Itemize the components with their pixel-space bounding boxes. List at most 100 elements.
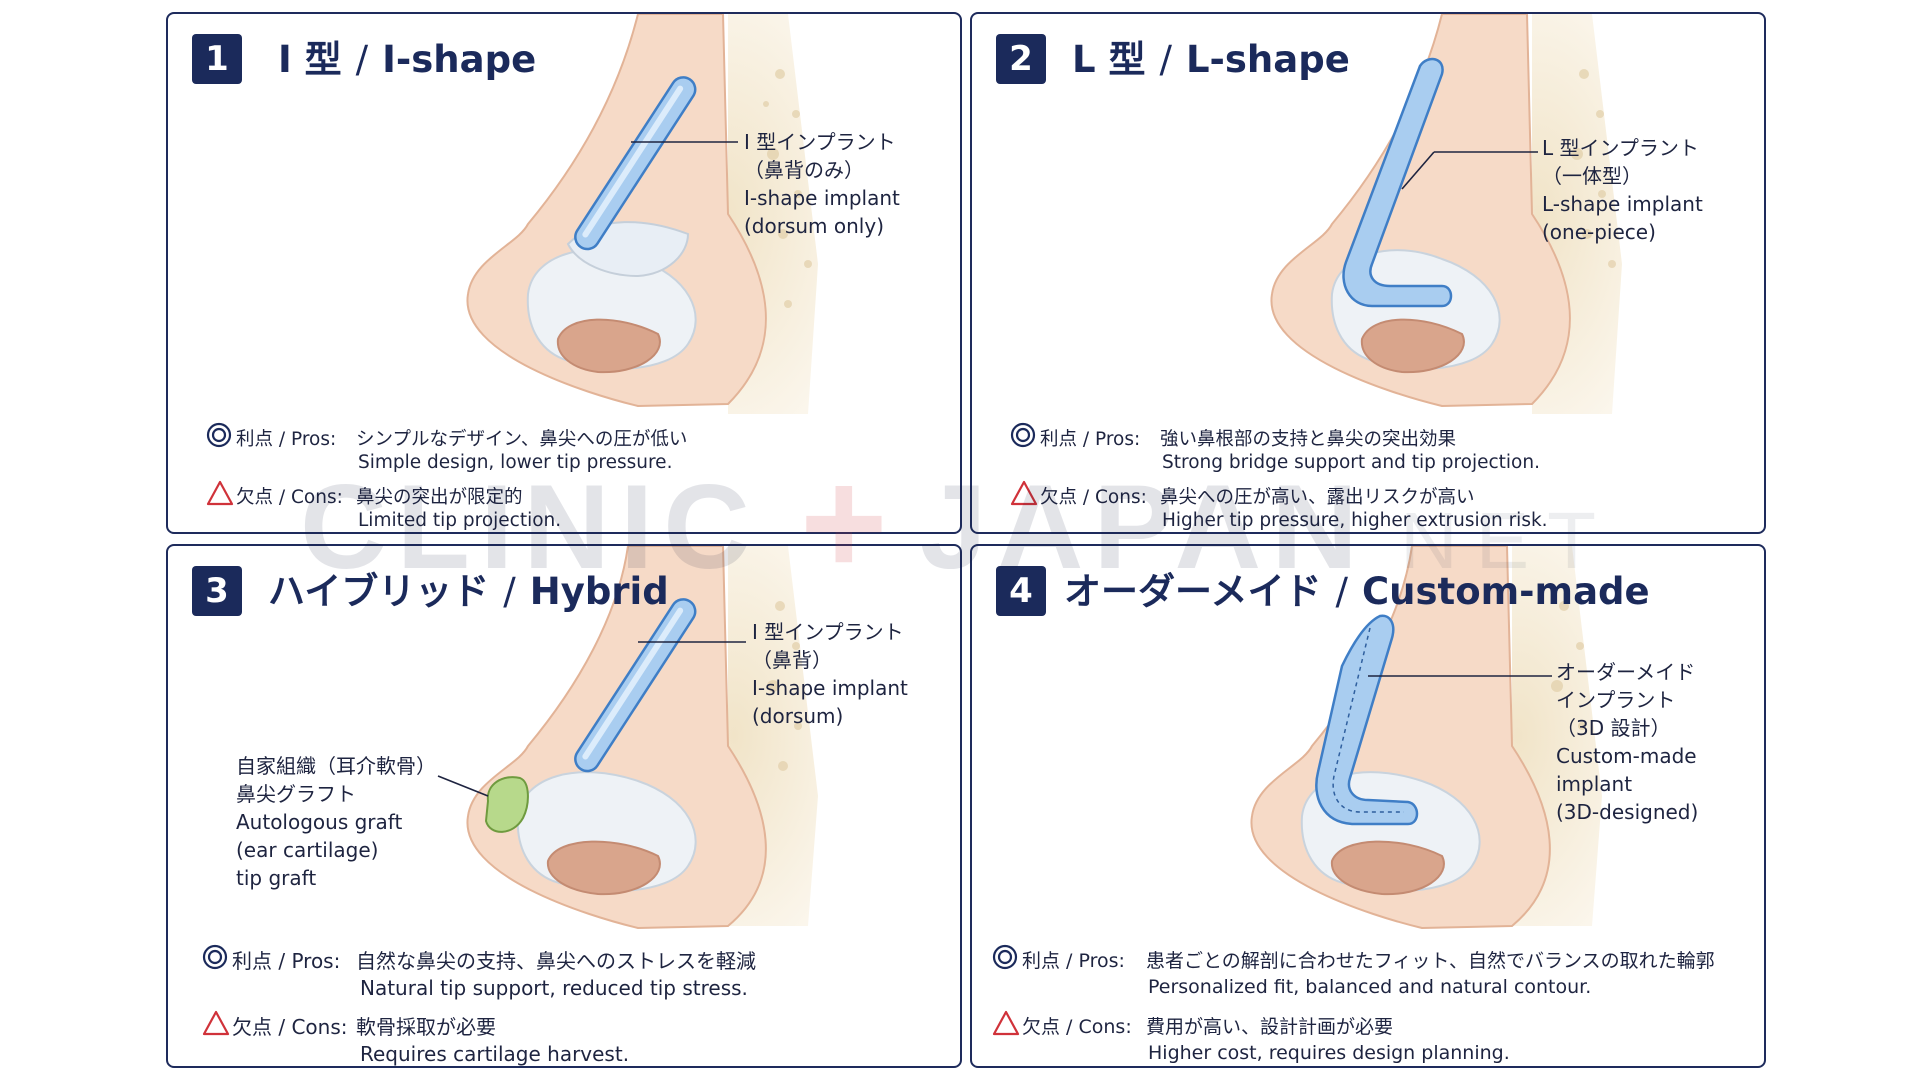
title-jp: オーダーメイド — [1064, 570, 1322, 613]
implant-callout: I 型インプラント （鼻背） I-shape implant (dorsum) — [752, 618, 908, 730]
nose-illustration — [466, 14, 818, 414]
callout-line: 自家組織（耳介軟骨） — [236, 754, 436, 778]
bone-pores — [1551, 601, 1586, 730]
title-separator: / — [355, 38, 369, 81]
callout-line: I 型インプラント — [752, 620, 904, 644]
cons-row: 欠点 / Cons:軟骨採取が必要 — [202, 1010, 496, 1041]
implant-callout: I 型インプラント （鼻背のみ） I-shape implant (dorsum… — [744, 128, 900, 240]
pros-text-en: Simple design, lower tip pressure. — [358, 452, 673, 473]
pros-text-en: Personalized fit, balanced and natural c… — [1148, 976, 1592, 998]
cons-text-en: Requires cartilage harvest. — [360, 1042, 630, 1066]
pros-text-en: Strong bridge support and tip projection… — [1162, 452, 1540, 473]
triangle-warning-icon — [992, 1010, 1022, 1041]
pros-row: 利点 / Pros: 患者ごとの解剖に合わせたフィット、自然でバランスの取れた輪郭 — [992, 944, 1715, 975]
design-contour-line — [1332, 627, 1404, 813]
cons-label: 欠点 / Cons: — [1022, 1016, 1132, 1038]
title-en: Hybrid — [529, 570, 669, 613]
pros-label: 利点 / Pros: — [232, 949, 341, 973]
cons-text-en: Limited tip projection. — [358, 510, 562, 531]
panel-title: オーダーメイド / Custom-made — [1064, 566, 1650, 618]
panel-hybrid: 3 ハイブリッド / Hybrid I 型インプラント （鼻背） I-shape i… — [166, 544, 962, 1068]
graft-callout: 自家組織（耳介軟骨） 鼻尖グラフト Autologous graft (ear … — [236, 752, 436, 892]
callout-line: （鼻背） — [752, 648, 832, 672]
nostril — [556, 318, 661, 374]
panel-custom-made: 4 オーダーメイド / Custom-made オーダーメイド インプラント （3D… — [970, 544, 1766, 1068]
callout-line: (dorsum only) — [744, 214, 884, 238]
nostril — [546, 840, 661, 896]
callout-line: Autologous graft — [236, 810, 403, 834]
cons-text-en: Higher cost, requires design planning. — [1148, 1042, 1510, 1064]
panel-title: I 型/I-shape — [278, 34, 536, 86]
panel-i-shape: 1 I 型/I-shape I 型インプラント （鼻背のみ） I-shape i… — [166, 12, 962, 534]
custom-implant — [1315, 614, 1419, 826]
implant-callout: L 型インプラント （一体型） L-shape implant (one-pie… — [1542, 134, 1703, 246]
pros-label: 利点 / Pros: — [1022, 950, 1125, 972]
pros-row: 利点 / Pros: 強い鼻根部の支持と鼻尖の突出効果 — [1010, 422, 1456, 453]
callout-line: インプラント — [1556, 688, 1676, 712]
callout-line: I 型インプラント — [744, 130, 896, 154]
panel-number: 4 — [996, 566, 1046, 616]
graft-leader — [437, 775, 489, 797]
nostril — [1360, 318, 1465, 374]
callout-line: L-shape implant — [1542, 192, 1703, 216]
title-separator: / — [1159, 38, 1172, 81]
title-jp: I 型 — [278, 38, 342, 81]
panel-title: L 型/L-shape — [1072, 34, 1350, 86]
callout-line: I-shape implant — [744, 186, 900, 210]
nose-illustration — [1250, 546, 1602, 930]
triangle-warning-icon — [202, 1010, 232, 1041]
double-circle-icon — [992, 944, 1022, 975]
pros-label: 利点 / Pros: — [1040, 428, 1141, 450]
pros-text-jp: 強い鼻根部の支持と鼻尖の突出効果 — [1160, 428, 1457, 450]
title-jp: ハイブリッド — [268, 570, 490, 613]
callout-line: I-shape implant — [752, 676, 908, 700]
cons-text-jp: 費用が高い、設計計画が必要 — [1146, 1016, 1394, 1038]
callout-line: （3D 設計） — [1556, 716, 1671, 740]
double-circle-icon — [202, 944, 232, 975]
triangle-warning-icon — [206, 480, 236, 511]
callout-line: (dorsum) — [752, 704, 844, 728]
callout-line: (ear cartilage) — [236, 838, 379, 862]
callout-line: implant — [1556, 772, 1633, 796]
cons-label: 欠点 / Cons: — [236, 486, 343, 508]
callout-line: オーダーメイド — [1556, 660, 1696, 684]
cons-text-jp: 軟骨採取が必要 — [356, 1015, 496, 1039]
pros-text-jp: 患者ごとの解剖に合わせたフィット、自然でバランスの取れた輪郭 — [1146, 950, 1715, 972]
bone-pores — [763, 69, 812, 308]
panel-number: 3 — [192, 566, 242, 616]
nose-illustration — [437, 546, 818, 930]
cons-text-jp: 鼻尖の突出が限定的 — [356, 486, 523, 508]
title-separator: / — [1335, 570, 1348, 613]
l-shape-implant — [1342, 57, 1453, 308]
nose-illustration — [1270, 14, 1622, 414]
pros-text-en: Natural tip support, reduced tip stress. — [360, 976, 748, 1000]
bone-pores — [1571, 69, 1616, 268]
panel-number: 1 — [192, 34, 242, 84]
ear-cartilage-graft — [484, 776, 529, 833]
bone-pores — [767, 601, 802, 771]
callout-line: （鼻背のみ） — [744, 158, 864, 182]
nostril — [1330, 840, 1445, 896]
pros-row: 利点 / Pros: 自然な鼻尖の支持、鼻尖へのストレスを軽減 — [202, 944, 756, 975]
triangle-warning-icon — [1010, 480, 1040, 511]
pros-text-jp: 自然な鼻尖の支持、鼻尖へのストレスを軽減 — [356, 949, 756, 973]
callout-leader — [1401, 151, 1435, 190]
panel-title: ハイブリッド / Hybrid — [268, 566, 669, 618]
cons-row: 欠点 / Cons: 鼻尖への圧が高い、露出リスクが高い — [1010, 480, 1475, 511]
title-en: L-shape — [1185, 38, 1350, 81]
cons-text-jp: 鼻尖への圧が高い、露出リスクが高い — [1160, 486, 1475, 508]
callout-line: tip graft — [236, 866, 317, 890]
callout-line: Custom-made — [1556, 744, 1697, 768]
pros-text-jp: シンプルなデザイン、鼻尖への圧が低い — [356, 428, 688, 450]
callout-line: （一体型） — [1542, 164, 1642, 188]
implant-callout: オーダーメイド インプラント （3D 設計） Custom-made impla… — [1556, 658, 1698, 826]
double-circle-icon — [1010, 422, 1040, 453]
callout-line: 鼻尖グラフト — [236, 782, 356, 806]
title-separator: / — [503, 570, 516, 613]
pros-row: 利点 / Pros:シンプルなデザイン、鼻尖への圧が低い — [206, 422, 687, 453]
callout-line: (one-piece) — [1542, 220, 1656, 244]
cons-label: 欠点 / Cons: — [1040, 486, 1147, 508]
cons-text-en: Higher tip pressure, higher extrusion ri… — [1162, 510, 1548, 531]
callout-line: L 型インプラント — [1542, 136, 1699, 160]
title-en: Custom-made — [1362, 570, 1650, 613]
